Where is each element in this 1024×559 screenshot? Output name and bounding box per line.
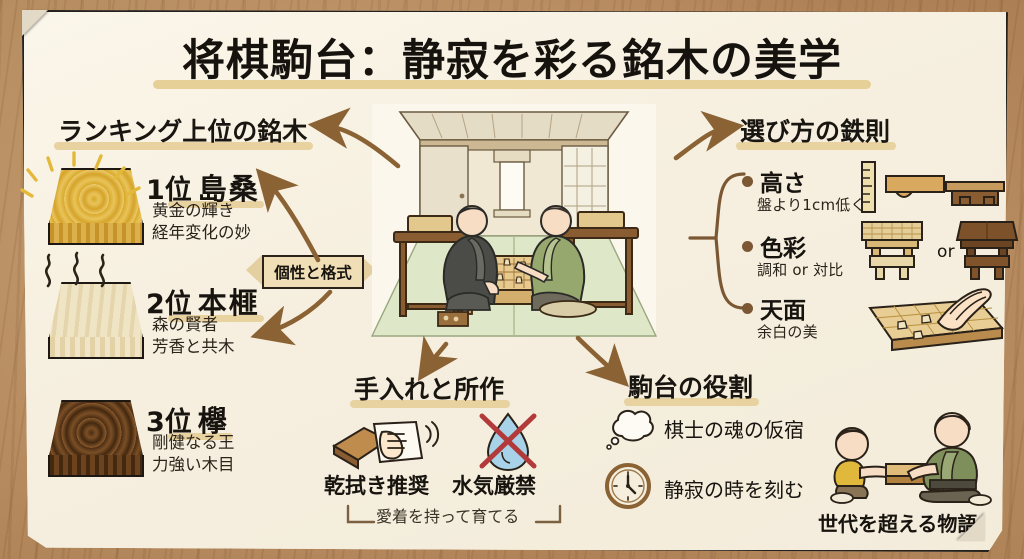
rank-1-name: 1位島桑 (146, 166, 264, 208)
rank-3-desc-2: 力強い木目 (152, 455, 235, 474)
care-ng-label: 水気厳禁 (452, 474, 536, 498)
rule-bullet-1 (742, 176, 753, 187)
legacy-illustration (830, 412, 992, 506)
ribbon-label: 個性と格式 (274, 264, 352, 282)
rule-sub-3: 余白の美 (757, 323, 818, 341)
rank-3-name: 3位欅 (146, 398, 233, 440)
paper-fold-top-left (22, 10, 48, 36)
no-water-icon (479, 412, 537, 472)
rank-1-desc-2: 経年変化の妙 (152, 223, 251, 242)
paper-fold-bottom-right (957, 513, 985, 541)
legacy-caption: 世代を超える物語 (818, 512, 978, 536)
rank-2-name: 2位本榧 (146, 280, 264, 322)
dry-wipe-icon (332, 420, 440, 470)
section-heading-care: 手入れと所作 (350, 370, 511, 408)
dark-board-stand-icon (955, 221, 1019, 280)
care-caption: 愛着を持って育てる (376, 507, 520, 526)
ribbon-tail-left (246, 255, 262, 285)
wood-sample-shimakuwa (48, 168, 144, 246)
page-title: 将棋駒台：静寂を彩る銘木の美学 (182, 36, 842, 86)
rule-bullet-2 (742, 241, 753, 252)
wood-sample-honkaya (48, 282, 144, 360)
role-label-1: 棋士の魂の仮宿 (664, 418, 804, 442)
thought-bubble-icon (606, 409, 654, 450)
rank-2-desc-1: 森の賢者 (152, 315, 218, 334)
rule-title-2: 色彩 (760, 236, 806, 262)
care-ok-label: 乾拭き推奨 (324, 474, 429, 498)
rule-sub-2: 調和 or 対比 (757, 261, 844, 279)
rule-sub-1: 盤より1cm低く (757, 196, 866, 214)
light-board-stand-icon (861, 221, 923, 280)
rank-3-desc-1: 剛健なる王 (152, 433, 235, 452)
title-underline (153, 80, 871, 89)
rule-bullet-3 (742, 303, 753, 314)
rank-2-desc-2: 芳香と共木 (152, 337, 235, 356)
section-heading-ranking: ランキング上位の銘木 (54, 112, 314, 150)
rule-or-label: or (937, 242, 955, 262)
board-top-hand-icon (868, 288, 1004, 352)
rank-1-desc-1: 黄金の輝き (152, 201, 235, 220)
aroma-steam-icon (45, 251, 105, 288)
section-heading-rules: 選び方の鉄則 (736, 112, 897, 150)
rule-title-1: 高さ (760, 171, 806, 197)
wood-sample-keyaki (48, 400, 144, 478)
ribbon-banner: 個性と格式 (262, 255, 364, 289)
sparkle-icon (20, 151, 141, 198)
rule-title-3: 天面 (760, 298, 806, 324)
clock-icon (605, 463, 651, 509)
height-comparison-icon (861, 161, 1005, 213)
shogi-room-illustration (370, 104, 658, 337)
rules-bracket (688, 172, 746, 310)
section-heading-role: 駒台の役割 (624, 368, 760, 406)
care-caption-bracket (346, 504, 562, 524)
role-label-2: 静寂の時を刻む (664, 478, 804, 502)
